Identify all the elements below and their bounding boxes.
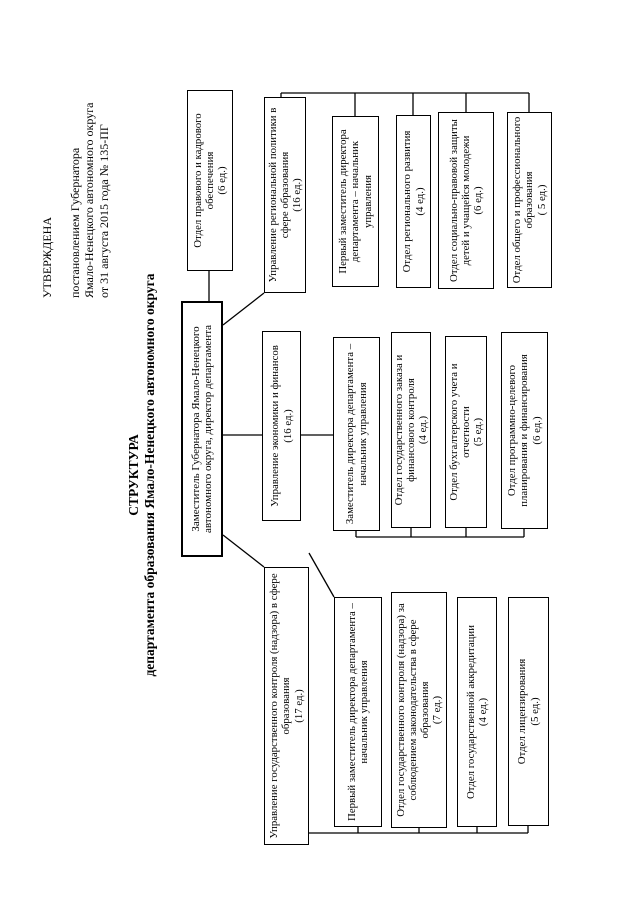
org-box-label: Управление государственного контроля (на… <box>268 573 293 839</box>
org-box-staff-count: (4 ед.) <box>413 187 426 216</box>
org-box-label: Заместитель Губернатора Ямало-Ненецкого … <box>189 324 214 534</box>
org-box-licensing: Отдел лицензирования (5 ед.) <box>508 597 549 826</box>
org-box-label: Заместитель директора департамента – нач… <box>344 343 369 525</box>
org-box-upr-economics: Управление экономики и финансов (16 ед.) <box>262 331 301 521</box>
org-box-staff-count: ( 5 ед.) <box>535 184 548 216</box>
connector-control-deputy <box>308 552 335 598</box>
org-box-label: Отдел правового и кадрового обеспечения <box>191 113 216 248</box>
org-box-label: Отдел государственного заказа и финансов… <box>392 354 417 506</box>
org-box-general-professional-education: Отдел общего и профессионального образов… <box>507 112 552 288</box>
org-box-staff-count: (4 ед.) <box>477 697 489 727</box>
org-box-staff-count: (5 ед.) <box>528 697 541 726</box>
org-box-staff-count: (16 ед.) <box>291 178 304 212</box>
org-box-state-order-fin-control: Отдел государственного заказа и финансов… <box>391 332 431 528</box>
org-box-label: Отдел лицензирования <box>516 658 529 765</box>
org-box-staff-count: (6 ед.) <box>472 186 485 215</box>
org-box-label: Управление экономики и финансов <box>269 345 282 507</box>
org-box-staff-count: (6 ед.) <box>530 416 543 445</box>
org-box-first-deputy-regional: Первый заместитель директора департамент… <box>332 116 379 287</box>
org-box-label: Отдел социально-правовой защиты детей и … <box>447 119 472 282</box>
org-box-staff-count: (4 ед.) <box>417 415 430 445</box>
org-box-staff-count: (6 ед.) <box>216 166 229 195</box>
org-box-label: Управление региональной политики в сфере… <box>266 107 291 283</box>
org-box-social-legal-protection: Отдел социально-правовой защиты детей и … <box>438 112 494 289</box>
org-box-staff-count: (5 ед.) <box>472 417 485 447</box>
org-box-upr-state-control: Управление государственного контроля (на… <box>264 567 309 845</box>
org-box-deputy-econ: Заместитель директора департамента – нач… <box>333 337 380 531</box>
connector-director-control <box>222 534 265 568</box>
org-box-state-control-supervision: Отдел государственного контроля (надзора… <box>391 592 447 828</box>
org-box-label: Первый заместитель директора департамент… <box>345 603 370 821</box>
org-box-state-accreditation: Отдел государственной аккредитации (4 ед… <box>457 597 497 827</box>
org-box-regional-development: Отдел регионального развития (4 ед.) <box>396 115 431 288</box>
org-box-staff-count: (17 ед.) <box>292 689 305 723</box>
org-box-label: Отдел программно-целевого планирования и… <box>506 354 531 507</box>
org-box-staff-count: (16 ед.) <box>281 409 294 443</box>
org-box-label: Отдел бухгалтерского учета и отчетности <box>447 363 472 501</box>
connector-director-regional <box>222 292 265 326</box>
org-box-first-deputy-control: Первый заместитель директора департамент… <box>334 597 382 827</box>
org-box-accounting-reporting: Отдел бухгалтерского учета и отчетности … <box>445 336 487 528</box>
org-box-legal-hr-dept: Отдел правового и кадрового обеспечения … <box>187 90 233 271</box>
org-box-label: Отдел регионального развития <box>401 130 414 273</box>
org-box-upr-regional-policy: Управление региональной политики в сфере… <box>264 97 306 293</box>
org-box-label: Отдел общего и профессионального образов… <box>511 116 536 284</box>
org-box-label: Первый заместитель директора департамент… <box>337 129 374 274</box>
org-box-director: Заместитель Губернатора Ямало-Ненецкого … <box>181 301 223 557</box>
org-box-program-target-planning: Отдел программно-целевого планирования и… <box>501 332 548 529</box>
org-box-label: Отдел государственной аккредитации <box>464 625 477 799</box>
org-box-label: Отдел государственного контроля (надзора… <box>394 603 431 817</box>
org-box-staff-count: (7 ед.) <box>431 695 444 725</box>
